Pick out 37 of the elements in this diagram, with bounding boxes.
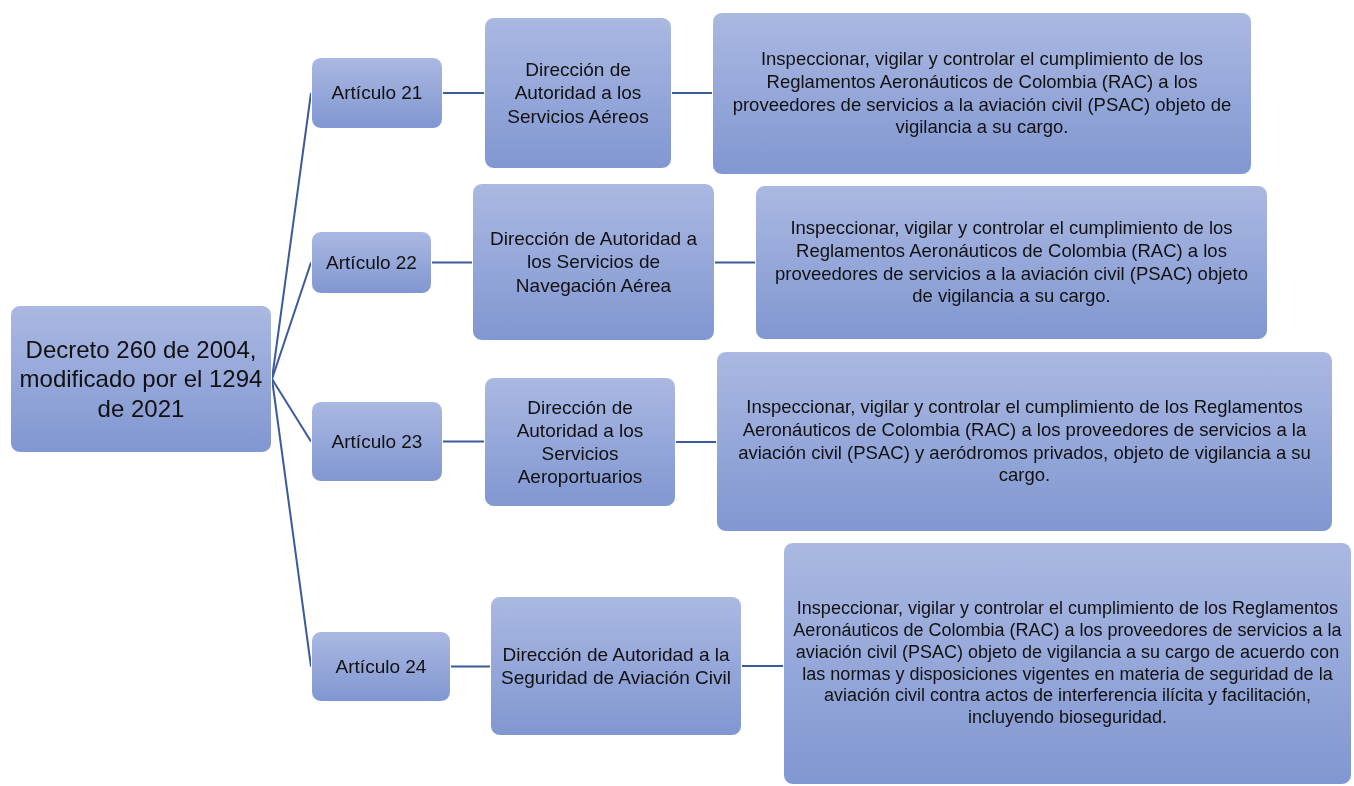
box-text: Inspeccionar, vigilar y controlar el cumplimiento de los Reglamentos Aeronáuticos de Colombia (RAC) a los proveedores de servicios a la aviación civil (PSAC) objeto de vigilancia a su cargo. <box>774 217 1249 308</box>
box-text: Artículo 22 <box>326 250 417 275</box>
text-box <box>712 12 1252 175</box>
connector-line <box>450 665 491 668</box>
text-box <box>311 231 432 294</box>
text-box <box>716 351 1333 532</box>
connector-line <box>442 440 485 443</box>
connector-line <box>675 441 717 443</box>
connector-line <box>431 261 473 264</box>
text-box <box>755 185 1268 340</box>
connector-line <box>714 261 756 264</box>
box-text: Inspeccionar, vigilar y controlar el cumplimiento de los Reglamentos Aeronáuticos de Colombia (RAC) a los proveedores de servicios a la aviación civil (PSAC) objeto de vigilancia a su cargo. <box>731 48 1233 139</box>
connector-line <box>271 261 312 380</box>
text-box <box>783 542 1352 785</box>
connector-line <box>271 378 312 668</box>
box-text: Artículo 24 <box>335 654 427 679</box>
text-box <box>311 631 451 702</box>
connector-line <box>271 378 312 443</box>
box-text: Dirección de Autoridad a los Servicios de Navegación Aérea <box>489 227 698 297</box>
box-text: Artículo 21 <box>331 81 423 105</box>
box-text: Dirección de Autoridad a los Servicios Aéreos <box>506 58 650 128</box>
text-box <box>311 401 443 482</box>
box-text: Artículo 23 <box>331 429 423 454</box>
connector-line <box>671 92 713 94</box>
box-text: Inspeccionar, vigilar y controlar el cumplimiento de los Reglamentos Aeronáuticos de Colombia (RAC) a los proveedores de servicios a la aviación civil (PSAC) objeto de vigilancia a su cargo de acuerdo con las normas y disposiciones vigentes en materia de seguridad de la aviación civil contra actos de interferencia ilícita y facilitación, incluyendo bioseguridad. <box>792 597 1343 730</box>
text-box <box>484 377 676 507</box>
box-text: Decreto 260 de 2004, modificado por el 1294 de 2021 <box>19 335 263 423</box>
text-box <box>484 17 672 169</box>
text-box <box>10 305 272 453</box>
box-text: Dirección de Autoridad a los Servicios Aeroportuarios <box>515 395 645 489</box>
connector-line <box>741 665 784 667</box>
box-text: Dirección de Autoridad a la Seguridad de Aviación Civil <box>500 642 732 690</box>
text-box <box>490 596 742 736</box>
connector-line <box>442 92 485 94</box>
text-box <box>472 183 715 341</box>
text-box <box>311 57 443 129</box>
box-text: Inspeccionar, vigilar y controlar el cumplimiento de los Reglamentos Aeronáuticos de Colombia (RAC) a los proveedores de servicios a la aviación civil (PSAC) y aeródromos privados, objeto de vigilancia a su cargo. <box>737 396 1312 487</box>
